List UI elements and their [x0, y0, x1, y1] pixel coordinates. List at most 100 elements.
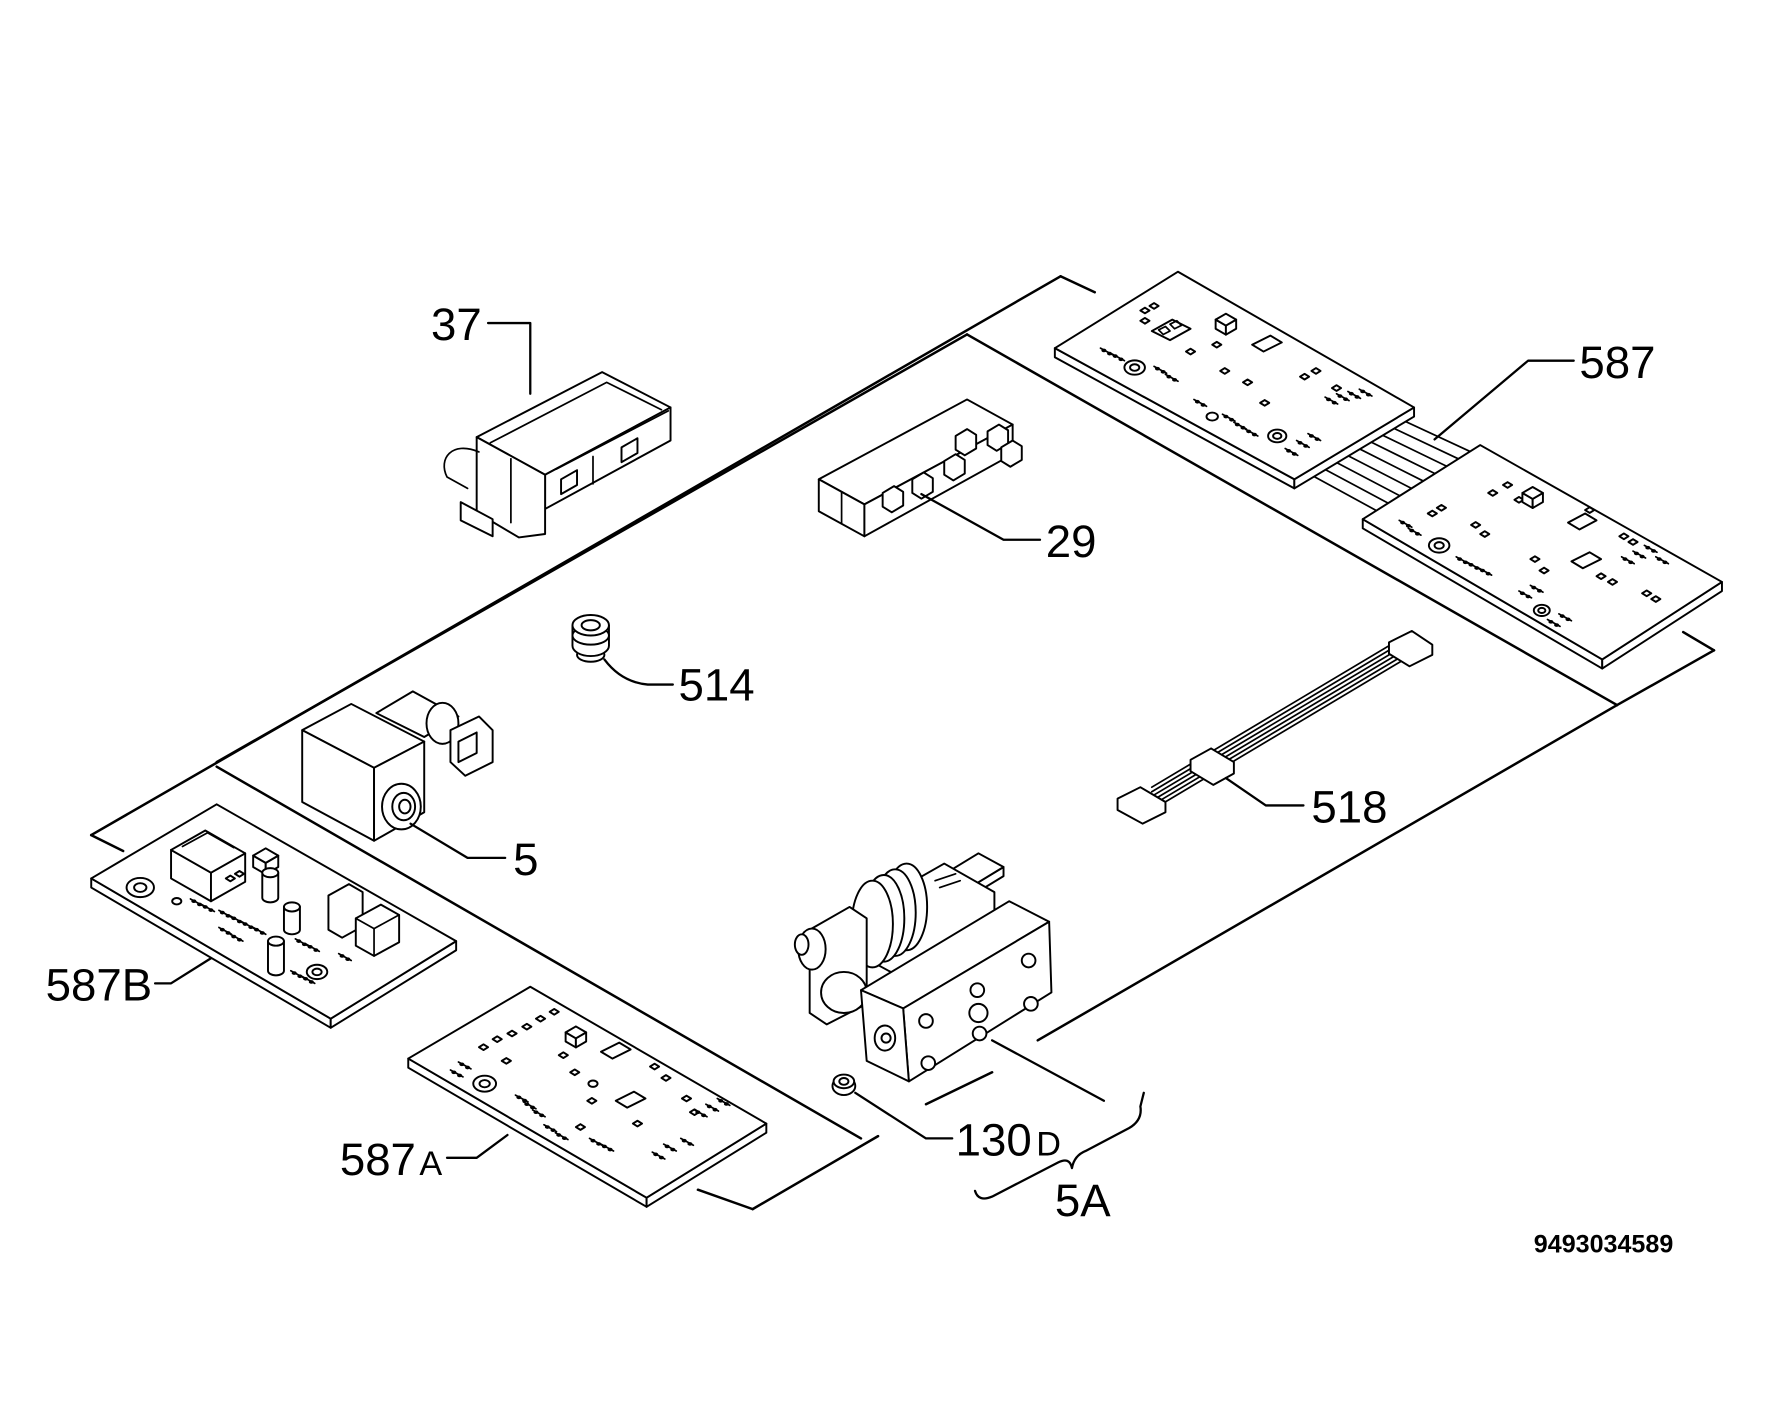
resistor-body — [1234, 422, 1240, 427]
resistor-mark — [200, 903, 216, 913]
ribbon-wire — [1348, 443, 1426, 483]
resistor-mark — [218, 926, 233, 936]
resistor-body — [723, 1102, 729, 1106]
outline-edge — [1036, 703, 1619, 1042]
callout-518: 518 — [1311, 782, 1387, 833]
smd-pad — [1435, 503, 1447, 512]
leader-518 — [1224, 776, 1305, 807]
resistor-mark — [1358, 388, 1373, 397]
resistor-body — [601, 1144, 607, 1149]
smd-pad — [660, 1074, 672, 1082]
motor-wire — [938, 879, 962, 889]
resistor-body — [607, 1147, 613, 1152]
round-component — [1205, 411, 1219, 422]
resistor-body — [533, 1110, 539, 1115]
resistor-body — [242, 922, 248, 926]
resistor-body — [1112, 354, 1118, 358]
resistor-body — [1297, 440, 1303, 445]
resistor-mark — [1164, 373, 1179, 383]
resistor-body — [1639, 554, 1645, 559]
resistor-body — [1365, 392, 1371, 397]
smd-pad — [586, 1096, 598, 1105]
resistor-body — [1348, 391, 1354, 396]
leader-587A — [445, 1133, 509, 1159]
resistor-body — [712, 1107, 718, 1112]
gear-wheel — [820, 970, 868, 1014]
smd-pad — [521, 1022, 533, 1031]
resistor-body — [544, 1125, 550, 1129]
resistor-body — [1308, 434, 1314, 438]
round-component-center — [1433, 541, 1445, 550]
resistor-body — [225, 931, 231, 935]
round-component — [587, 1079, 599, 1088]
resistor-mark — [1398, 519, 1413, 529]
resistor-body — [1400, 520, 1406, 525]
part-587-board-lower — [1361, 444, 1723, 670]
resistor-body — [653, 1152, 659, 1157]
smd-pad — [1310, 367, 1322, 375]
smd-pad — [1606, 578, 1619, 586]
resistor-body — [202, 905, 208, 909]
resistor-body — [681, 1138, 687, 1143]
center-hole — [968, 1002, 989, 1024]
transformer-detail — [181, 831, 235, 849]
resistor-body — [1565, 617, 1571, 622]
resistor-mark — [554, 1131, 569, 1141]
part-29-terminal — [911, 471, 934, 500]
resistor-body — [1251, 432, 1257, 437]
smd-pad — [1219, 367, 1231, 375]
smd-pad — [477, 1043, 490, 1052]
motor-wire — [934, 872, 957, 882]
resistor-body — [1462, 560, 1468, 565]
resistor-body — [1118, 357, 1124, 362]
part-29 — [817, 398, 1023, 538]
resistor-mark — [1407, 527, 1422, 537]
resistor-body — [664, 1144, 670, 1149]
resistor-body — [451, 1070, 457, 1075]
mounting-hole — [1020, 952, 1037, 969]
box-top — [564, 1025, 588, 1040]
resistor-body — [1166, 374, 1172, 379]
resistor-body — [539, 1113, 545, 1118]
resistor-body — [1240, 425, 1246, 430]
part-518-clip — [1189, 747, 1235, 786]
resistor-body — [1246, 429, 1252, 434]
capacitor-body — [267, 940, 285, 977]
round-component-center — [478, 1079, 491, 1089]
resistor-mark — [1193, 398, 1208, 408]
resistor-mark — [457, 1061, 472, 1070]
resistor-body — [1645, 545, 1651, 550]
smd-pad — [224, 874, 236, 883]
resistor-body — [296, 939, 302, 943]
ribbon-wire — [1313, 462, 1391, 505]
smd-pad — [569, 1068, 581, 1077]
part-518-right-connector — [1388, 629, 1434, 668]
resistor-body — [1286, 448, 1292, 453]
smd-pad — [491, 1035, 503, 1044]
resistor-body — [1559, 614, 1565, 618]
outline-edge — [965, 333, 1619, 707]
resistor-mark — [522, 1101, 537, 1110]
smd-pad — [1426, 509, 1438, 518]
resistor-body — [307, 945, 313, 949]
resistor-body — [301, 942, 307, 947]
resistor-mark — [1620, 555, 1636, 565]
leader-587 — [1433, 359, 1575, 441]
smd-pad — [1470, 521, 1482, 529]
part-514 — [571, 614, 610, 663]
resistor-mark — [1347, 390, 1362, 400]
resistor-body — [1628, 560, 1634, 565]
ribbon-wire — [1337, 449, 1414, 490]
outline-edge — [751, 1134, 880, 1211]
part-587 — [1053, 270, 1723, 670]
resistor-body — [561, 1136, 567, 1141]
smd-pad — [548, 1008, 560, 1016]
resistor-body — [1337, 394, 1343, 398]
smd-pad — [631, 1119, 643, 1128]
resistor-body — [1107, 351, 1113, 356]
wire — [1150, 638, 1402, 789]
resistor-mark — [449, 1069, 464, 1078]
callout-suffix: D — [1036, 1126, 1061, 1164]
resistor-body — [457, 1073, 463, 1078]
resistor-body — [197, 902, 203, 907]
